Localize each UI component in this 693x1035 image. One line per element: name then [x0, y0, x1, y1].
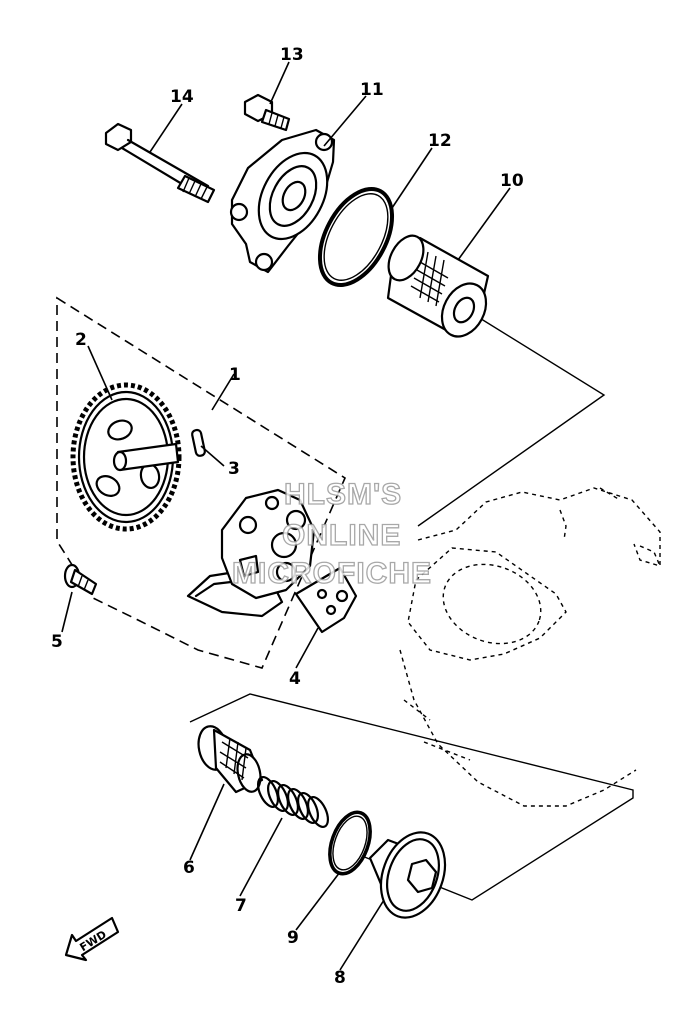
dowel-pin-part-3: [191, 428, 206, 457]
callout-10: 10: [500, 171, 524, 191]
pump-assembly-boundary: [56, 296, 347, 669]
callout-6: 6: [183, 858, 195, 878]
o-ring-part-12: [317, 186, 395, 288]
fwd-arrow-icon: FWD: [64, 916, 120, 962]
watermark-line-3: MICROFICHE: [232, 557, 432, 590]
strainer-group-boundary: [189, 693, 634, 901]
callout-1: 1: [229, 365, 241, 385]
o-ring-part-9: [328, 810, 372, 876]
callout-9: 9: [287, 928, 299, 948]
drain-plug-part-8: [368, 831, 447, 919]
callout-8: 8: [334, 968, 346, 988]
callout-2: 2: [75, 330, 87, 350]
watermark-line-2: ONLINE: [282, 519, 401, 552]
oil-filter-part-10: [386, 234, 490, 338]
short-bolt-part-13: [243, 93, 291, 132]
callout-4: 4: [289, 669, 301, 689]
screw-part-5: [63, 563, 98, 596]
callout-5: 5: [51, 632, 63, 652]
callout-13: 13: [280, 45, 304, 65]
callout-12: 12: [428, 131, 452, 151]
filter-cover-part-11: [229, 128, 336, 274]
watermark: HLSM'S ONLINE MICROFICHE: [231, 477, 432, 590]
callout-labels: 1 2 3 4 5 6 7 8 9 10 11 12 13 14: [51, 45, 524, 988]
spring-part-7: [256, 776, 330, 828]
watermark-line-1: HLSM'S: [284, 478, 402, 511]
filter-to-engine-line: [417, 316, 606, 527]
oil-pump-part-1: [186, 488, 316, 618]
callout-14: 14: [170, 87, 194, 107]
callout-7: 7: [235, 896, 247, 916]
leader-lines: [61, 61, 511, 971]
callout-11: 11: [360, 80, 384, 100]
engine-cylinder-outline: [399, 487, 661, 807]
long-bolt-part-14: [104, 122, 216, 204]
strainer-part-6: [197, 725, 264, 794]
gasket-part-4: [294, 566, 358, 634]
callout-3: 3: [228, 459, 240, 479]
drive-gear-part-2: [70, 382, 182, 532]
